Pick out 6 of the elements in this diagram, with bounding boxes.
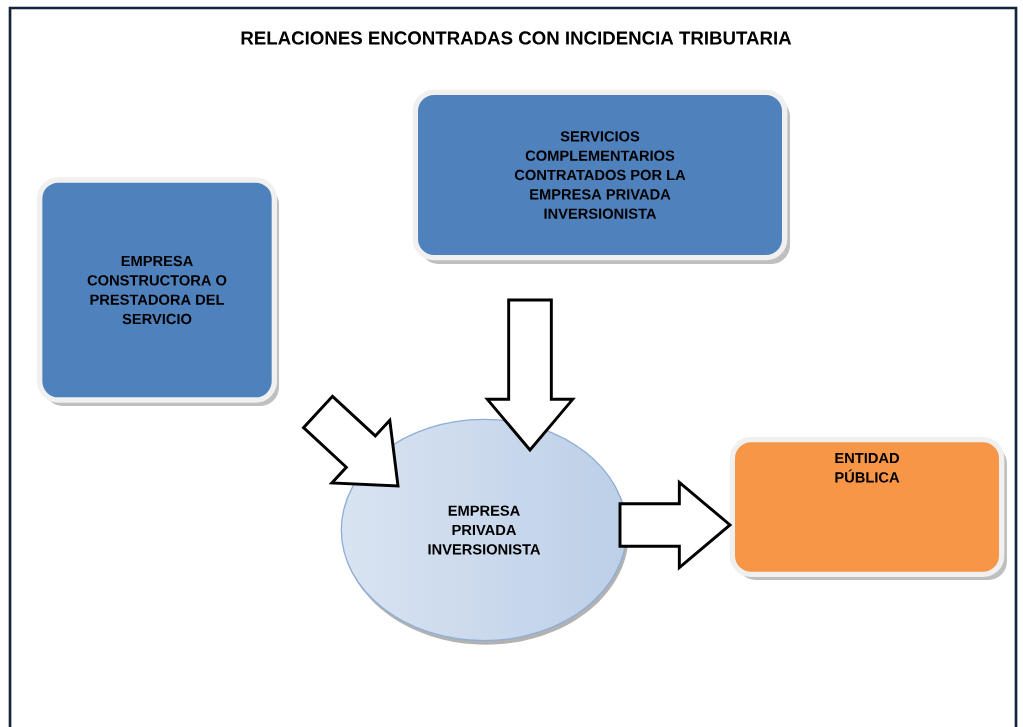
rounded-box: EMPRESA CONSTRUCTORA O PRESTADORA DEL SERVICIO xyxy=(37,177,279,406)
block-arrow xyxy=(618,479,733,571)
rounded-box: SERVICIOS COMPLEMENTARIOS CONTRATADOS POR LA EMPRESA PRIVADA INVERSIONISTA xyxy=(412,89,790,264)
block-arrow xyxy=(484,298,576,453)
title: RELACIONES ENCONTRADAS CON INCIDENCIA TRIBUTARIA xyxy=(241,31,792,45)
rounded-box: ENTIDAD PÚBLICA xyxy=(729,437,1007,580)
